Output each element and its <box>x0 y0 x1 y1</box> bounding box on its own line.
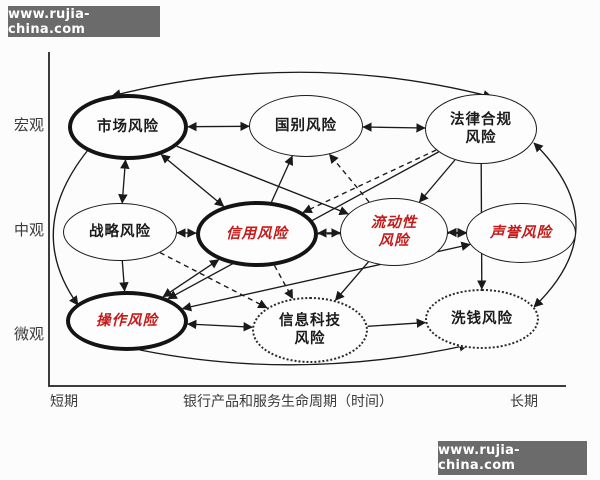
edge-liquidity-country <box>328 153 370 203</box>
edge-operational-it <box>186 319 253 332</box>
y-axis-label-macro: 宏观 <box>13 116 44 134</box>
x-axis-label-short-term: 短期 <box>50 394 78 410</box>
x-axis-line <box>48 385 566 387</box>
edge-liquidity-it <box>334 261 369 301</box>
y-axis-label-micro: 微观 <box>13 325 44 343</box>
edge-operational-laundering <box>139 342 469 366</box>
edge-market-operational <box>52 149 89 306</box>
edge-credit-it <box>273 265 294 300</box>
edge-strategy-operational <box>119 260 129 292</box>
edge-legal-operational <box>167 151 440 300</box>
edge-it-laundering <box>367 318 427 328</box>
edge-operational-reputation <box>181 241 471 312</box>
x-axis-title: 银行产品和服务生命周期（时间） <box>183 394 393 410</box>
edge-legal-liquidity <box>418 159 456 203</box>
edge-country-legal <box>362 122 426 133</box>
watermark-bottom-right: www.rujia-china.com <box>438 441 587 475</box>
edge-market-strategy <box>118 159 130 204</box>
y-axis-label-meso: 中观 <box>13 221 44 239</box>
edge-strategy-it <box>159 252 268 309</box>
edge-legal-laundering <box>477 163 487 290</box>
watermark-top-left: www.rujia-china.com <box>8 6 160 37</box>
y-axis-line <box>48 52 50 386</box>
x-axis-label-long-term: 长期 <box>510 394 538 410</box>
edge-market-legal <box>111 71 493 100</box>
edge-credit-country <box>270 155 294 203</box>
edge-legal-laundering <box>533 142 577 308</box>
edge-legal-credit <box>302 149 437 214</box>
edge-market-liquidity <box>176 145 349 216</box>
edge-credit-reputation <box>317 228 467 238</box>
edge-market-credit <box>160 153 225 207</box>
